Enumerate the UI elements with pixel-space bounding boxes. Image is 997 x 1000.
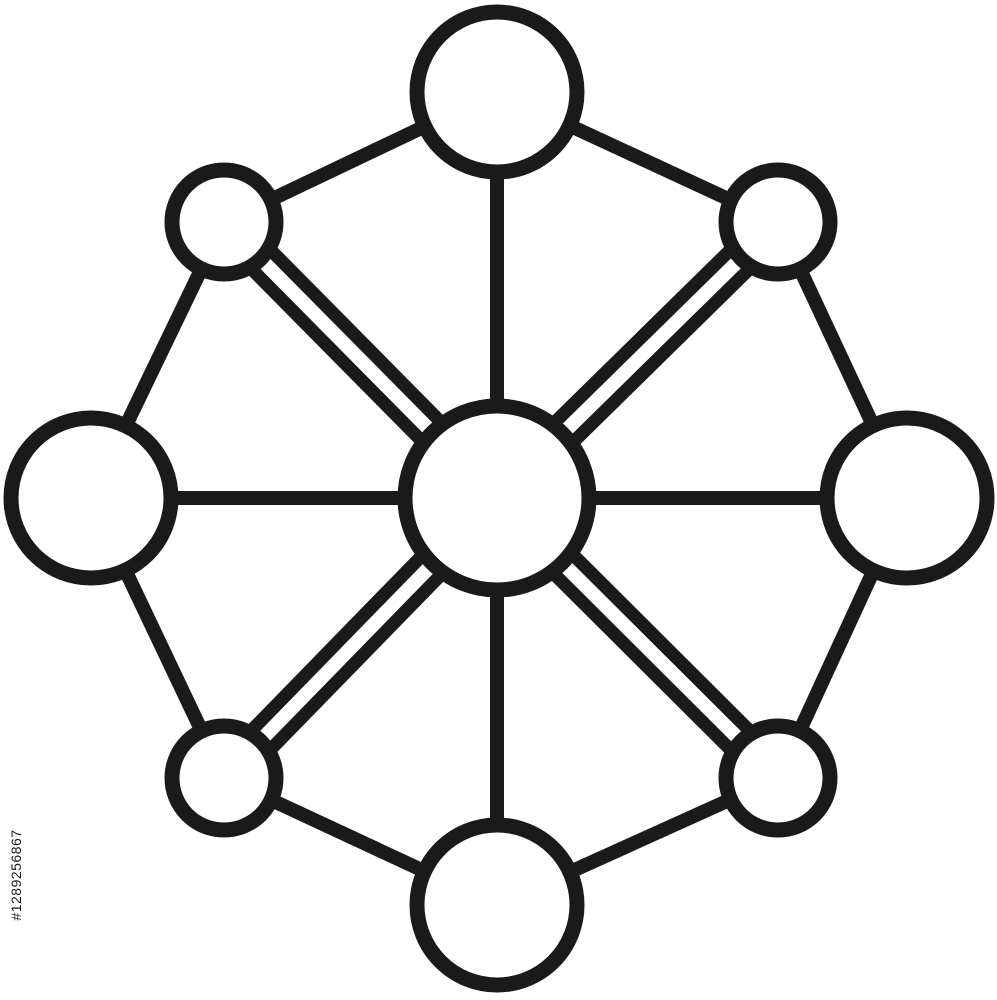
node-left: [3, 410, 179, 586]
node-bottom-right: [718, 718, 838, 838]
nodes: [3, 4, 995, 993]
node-top-right: [718, 162, 838, 282]
stock-id-watermark: #1289256867: [8, 829, 24, 921]
node-bottom: [409, 817, 585, 993]
node-right: [819, 410, 995, 586]
node-top-left: [164, 162, 284, 282]
node-top: [409, 4, 585, 180]
node-center: [397, 398, 597, 598]
node-bottom-left: [164, 718, 284, 838]
